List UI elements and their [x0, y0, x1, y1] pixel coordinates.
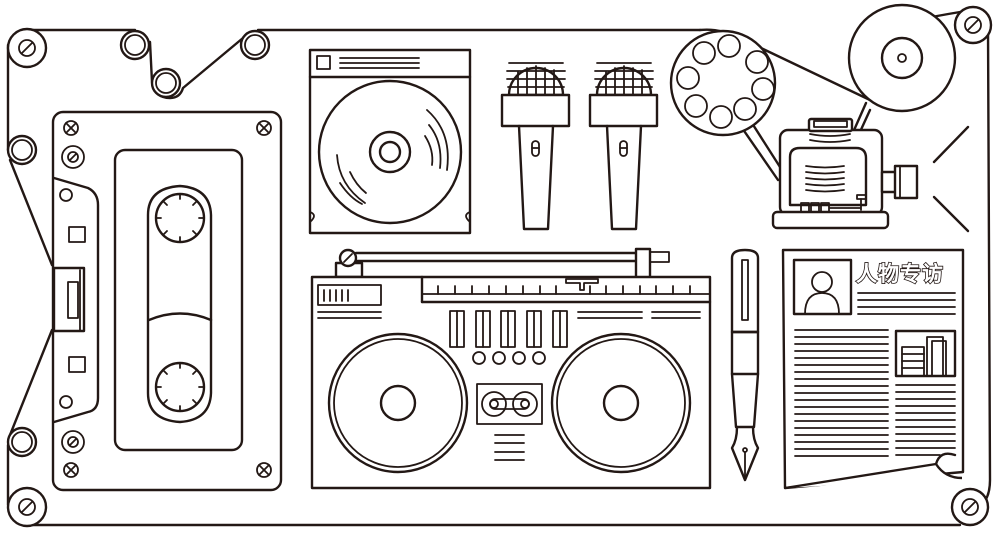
tuner-ticks	[437, 285, 691, 295]
screw-bottom-right-icon	[950, 487, 990, 527]
screw-top-left-icon	[6, 27, 48, 69]
cd-case-icon	[308, 48, 472, 235]
screw-bottom-left-icon	[6, 486, 48, 528]
cassette-tape-icon	[51, 110, 283, 492]
newspaper-icon: 人物专访	[781, 248, 965, 490]
boombox-icon	[310, 247, 712, 490]
screw-top-right-icon	[953, 5, 993, 45]
newspaper-headline: 人物专访	[856, 262, 944, 286]
article-text-lines	[794, 329, 956, 457]
equalizer-sliders	[449, 310, 568, 348]
headline-rules	[857, 292, 956, 315]
film-projector-icon	[669, 3, 970, 233]
microphone-icon	[500, 62, 571, 231]
control-knobs	[472, 351, 546, 365]
microphone-icon	[588, 62, 659, 231]
fountain-pen-icon	[730, 248, 760, 482]
tape-rollers	[6, 29, 271, 458]
